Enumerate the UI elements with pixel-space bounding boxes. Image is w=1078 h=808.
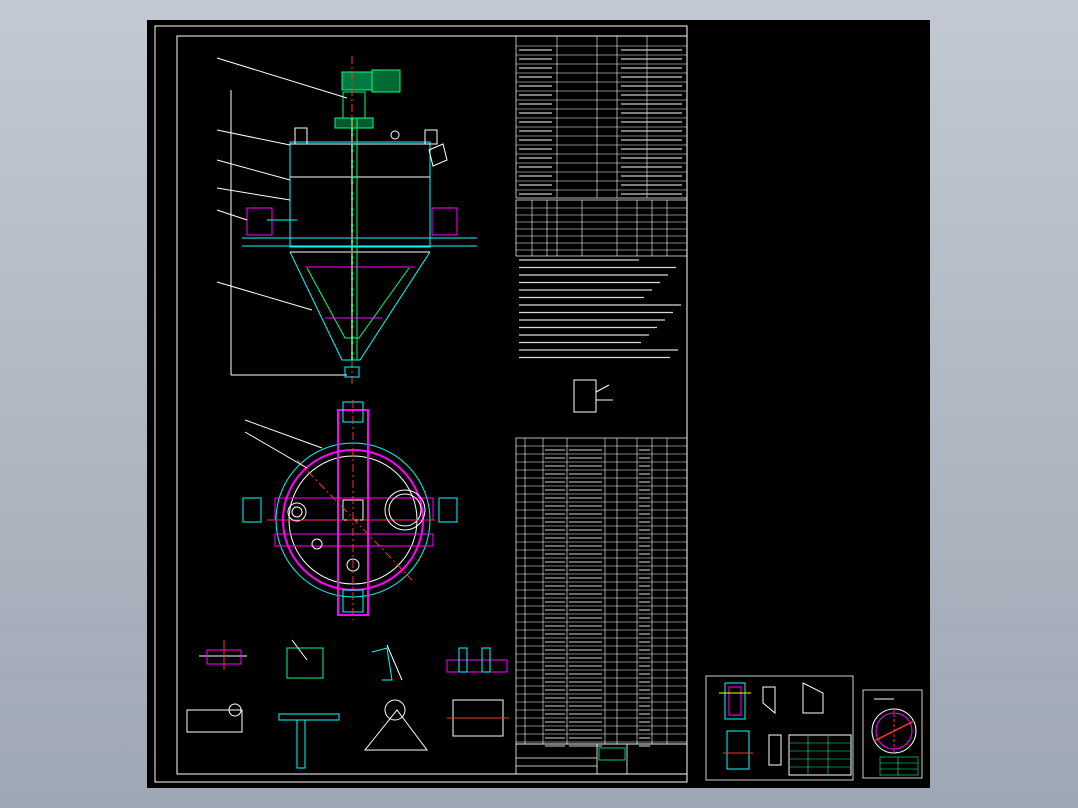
main-drawing-canvas: [154, 25, 688, 783]
inner-border: [176, 35, 688, 775]
top-plan-view: [242, 400, 458, 620]
nozzle-table: [515, 199, 688, 257]
gearbox: [371, 69, 401, 93]
drive-base: [334, 117, 374, 129]
outer-border: [154, 25, 688, 783]
side-sheet-a-canvas: [705, 675, 854, 781]
front-elevation: [216, 56, 477, 385]
technical-characteristics-table: [515, 35, 688, 199]
mini-detail: [573, 379, 613, 413]
title-block: [515, 743, 688, 775]
side-sheet-b[interactable]: [860, 687, 925, 781]
detail-views: [186, 639, 509, 769]
side-sheet-b-canvas: [862, 689, 923, 779]
drive-mount: [342, 91, 366, 119]
main-drawing-sheet[interactable]: [147, 20, 930, 788]
vessel-shell: [289, 141, 431, 248]
parts-list-table: [515, 437, 688, 747]
notes-block: [519, 259, 681, 359]
side-sheet-a[interactable]: [703, 673, 856, 783]
motor-body: [341, 71, 373, 91]
